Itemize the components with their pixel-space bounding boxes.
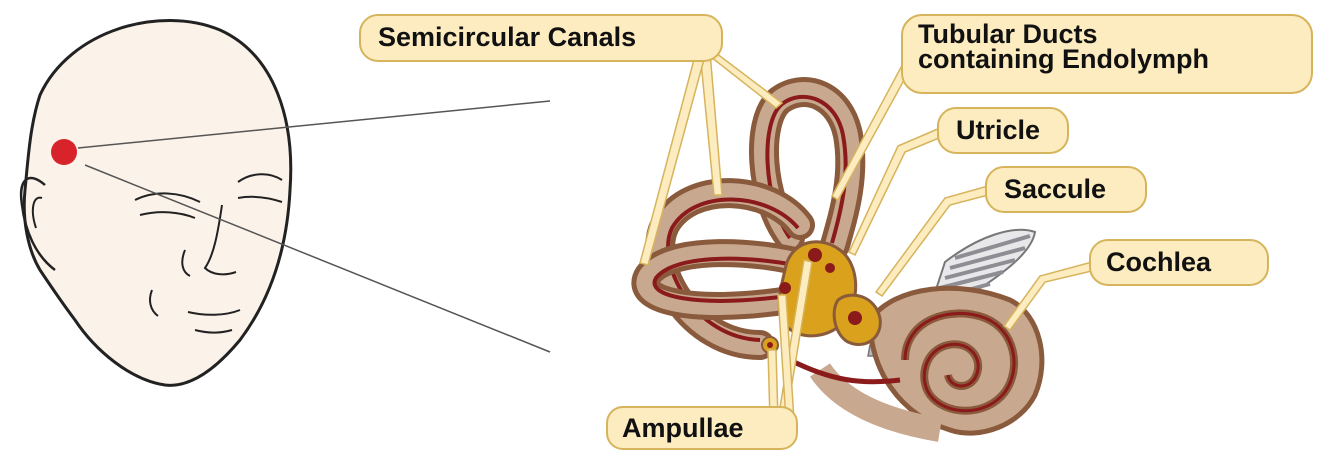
label-cochlea: Cochlea [1106, 250, 1211, 275]
label-tubular-ducts-line2: containing Endolymph [918, 47, 1209, 72]
label-saccule: Saccule [1004, 177, 1106, 202]
inner-ear-location-marker [51, 139, 77, 165]
label-ampullae: Ampullae [622, 416, 744, 441]
head-outline [24, 20, 291, 385]
label-utricle: Utricle [956, 118, 1040, 143]
label-semicircular-canals: Semicircular Canals [378, 25, 636, 50]
head-illustration [21, 20, 291, 385]
